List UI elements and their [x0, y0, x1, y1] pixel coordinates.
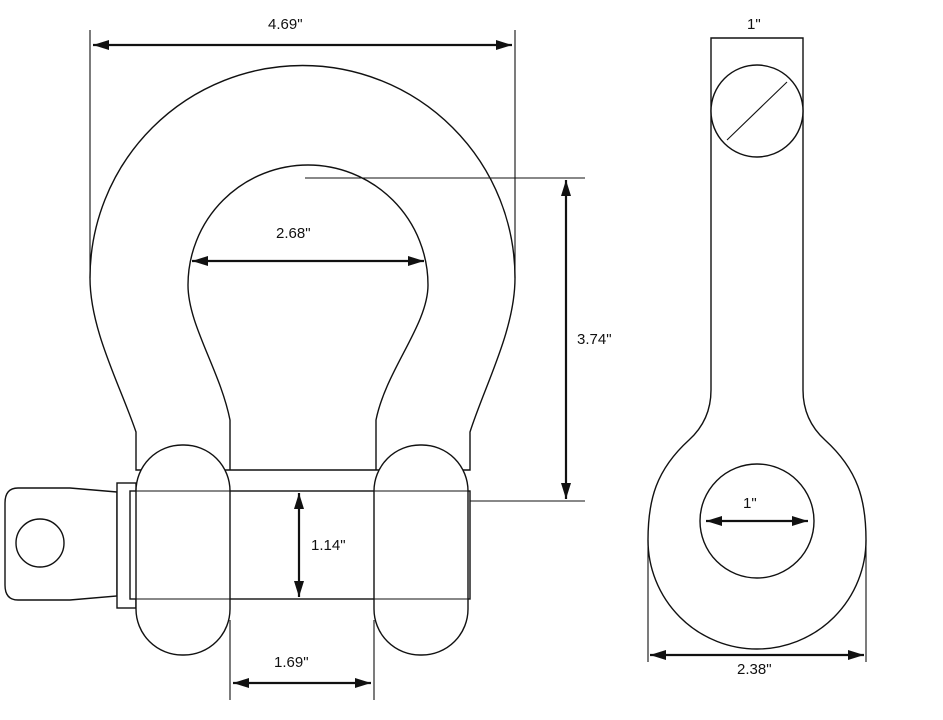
pin-slot — [726, 81, 788, 141]
eye-hole-label: 1" — [743, 495, 757, 512]
inside-length-label: 3.74" — [577, 331, 612, 348]
left-ear — [135, 444, 231, 656]
front-view — [4, 30, 585, 700]
shackle-bow — [89, 64, 516, 471]
eye-width-label: 2.38" — [737, 661, 772, 678]
right-ear — [373, 444, 469, 656]
pin-head-hole — [15, 518, 65, 568]
overall-width-label: 4.69" — [268, 16, 303, 33]
inside-width-label: 2.68" — [276, 225, 311, 242]
pin-diameter-label: 1.14" — [311, 537, 346, 554]
side-profile — [647, 37, 867, 650]
jaw-gap-label: 1.69" — [274, 654, 309, 671]
side-view — [647, 37, 867, 662]
side-thickness-label: 1" — [747, 16, 761, 33]
